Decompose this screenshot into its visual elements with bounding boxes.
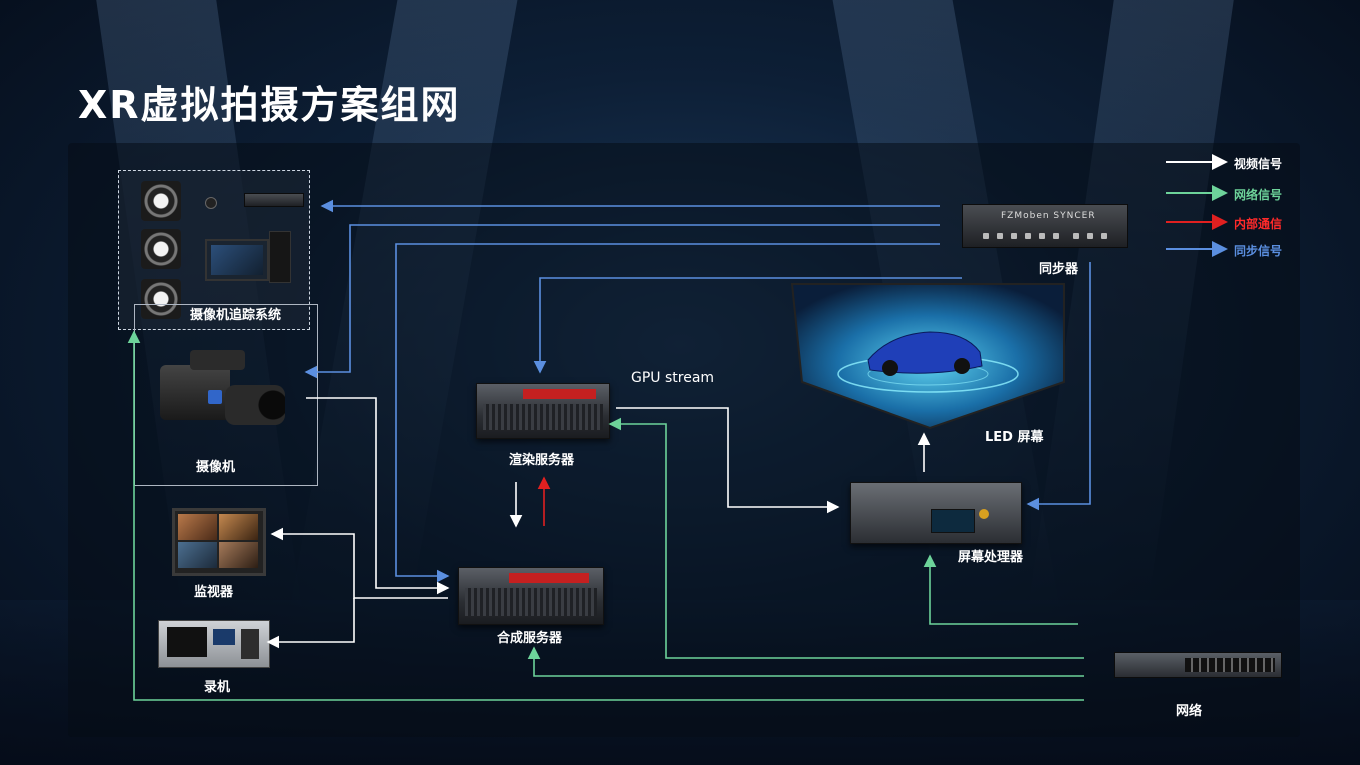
legend-internal-label: 内部通信 xyxy=(1234,217,1283,231)
sync-to-camera-line xyxy=(304,224,940,379)
led-screen-icon xyxy=(790,282,1066,430)
composite-server-label: 合成服务器 xyxy=(497,631,563,646)
network-to-render-line xyxy=(608,417,1084,659)
legend-network-label: 网络信号 xyxy=(1234,188,1283,202)
recorder-label: 录机 xyxy=(204,680,231,695)
network-to-processor-line xyxy=(923,554,1078,625)
monitor-icon xyxy=(172,508,266,576)
tracking-camera-icon xyxy=(141,181,181,221)
tracking-unit-icon xyxy=(244,193,304,207)
screen-processor-icon xyxy=(850,482,1022,544)
camera-to-composite-line xyxy=(306,397,450,595)
page-title: XR虚拟拍摄方案组网 xyxy=(78,83,461,127)
tracking-system-box xyxy=(118,170,310,330)
pc-tower-icon xyxy=(269,231,291,283)
composite-server-icon xyxy=(458,567,604,625)
tracking-label: 摄像机追踪系统 xyxy=(190,308,282,323)
render-to-processor-line xyxy=(616,407,840,514)
pc-monitor-icon xyxy=(205,239,269,281)
camera-label: 摄像机 xyxy=(196,460,236,475)
composite-to-recorder-line xyxy=(266,598,355,649)
monitor-label: 监视器 xyxy=(194,585,234,600)
screen-processor-label: 屏幕处理器 xyxy=(958,550,1024,565)
sync-generator-icon: FZMoben SYNCER xyxy=(962,204,1128,248)
sync-to-render-line xyxy=(533,277,962,374)
broadcast-camera-icon xyxy=(150,345,300,440)
sync-label: 同步器 xyxy=(1039,262,1079,277)
tracking-camera-icon xyxy=(141,279,181,319)
sync-to-processor-line xyxy=(1026,262,1091,511)
sync-brand-text: FZMoben SYNCER xyxy=(1001,211,1096,221)
legend-sync-label: 同步信号 xyxy=(1234,244,1283,258)
network-to-tracking-line xyxy=(127,330,1084,701)
network-switch-icon xyxy=(1114,652,1282,678)
render-server-label: 渲染服务器 xyxy=(509,453,575,468)
sync-to-composite-line xyxy=(395,243,940,583)
tracking-camera-icon xyxy=(141,229,181,269)
led-screen-label: LED 屏幕 xyxy=(985,430,1044,445)
network-label: 网络 xyxy=(1176,704,1203,719)
tracking-marker-icon xyxy=(205,197,217,209)
network-to-composite-line xyxy=(527,646,1084,677)
gpu-stream-label: GPU stream xyxy=(631,370,715,386)
composite-to-monitor-line xyxy=(270,527,448,599)
recorder-icon xyxy=(158,620,270,668)
render-server-icon xyxy=(476,383,610,439)
legend-video-label: 视频信号 xyxy=(1234,157,1283,171)
